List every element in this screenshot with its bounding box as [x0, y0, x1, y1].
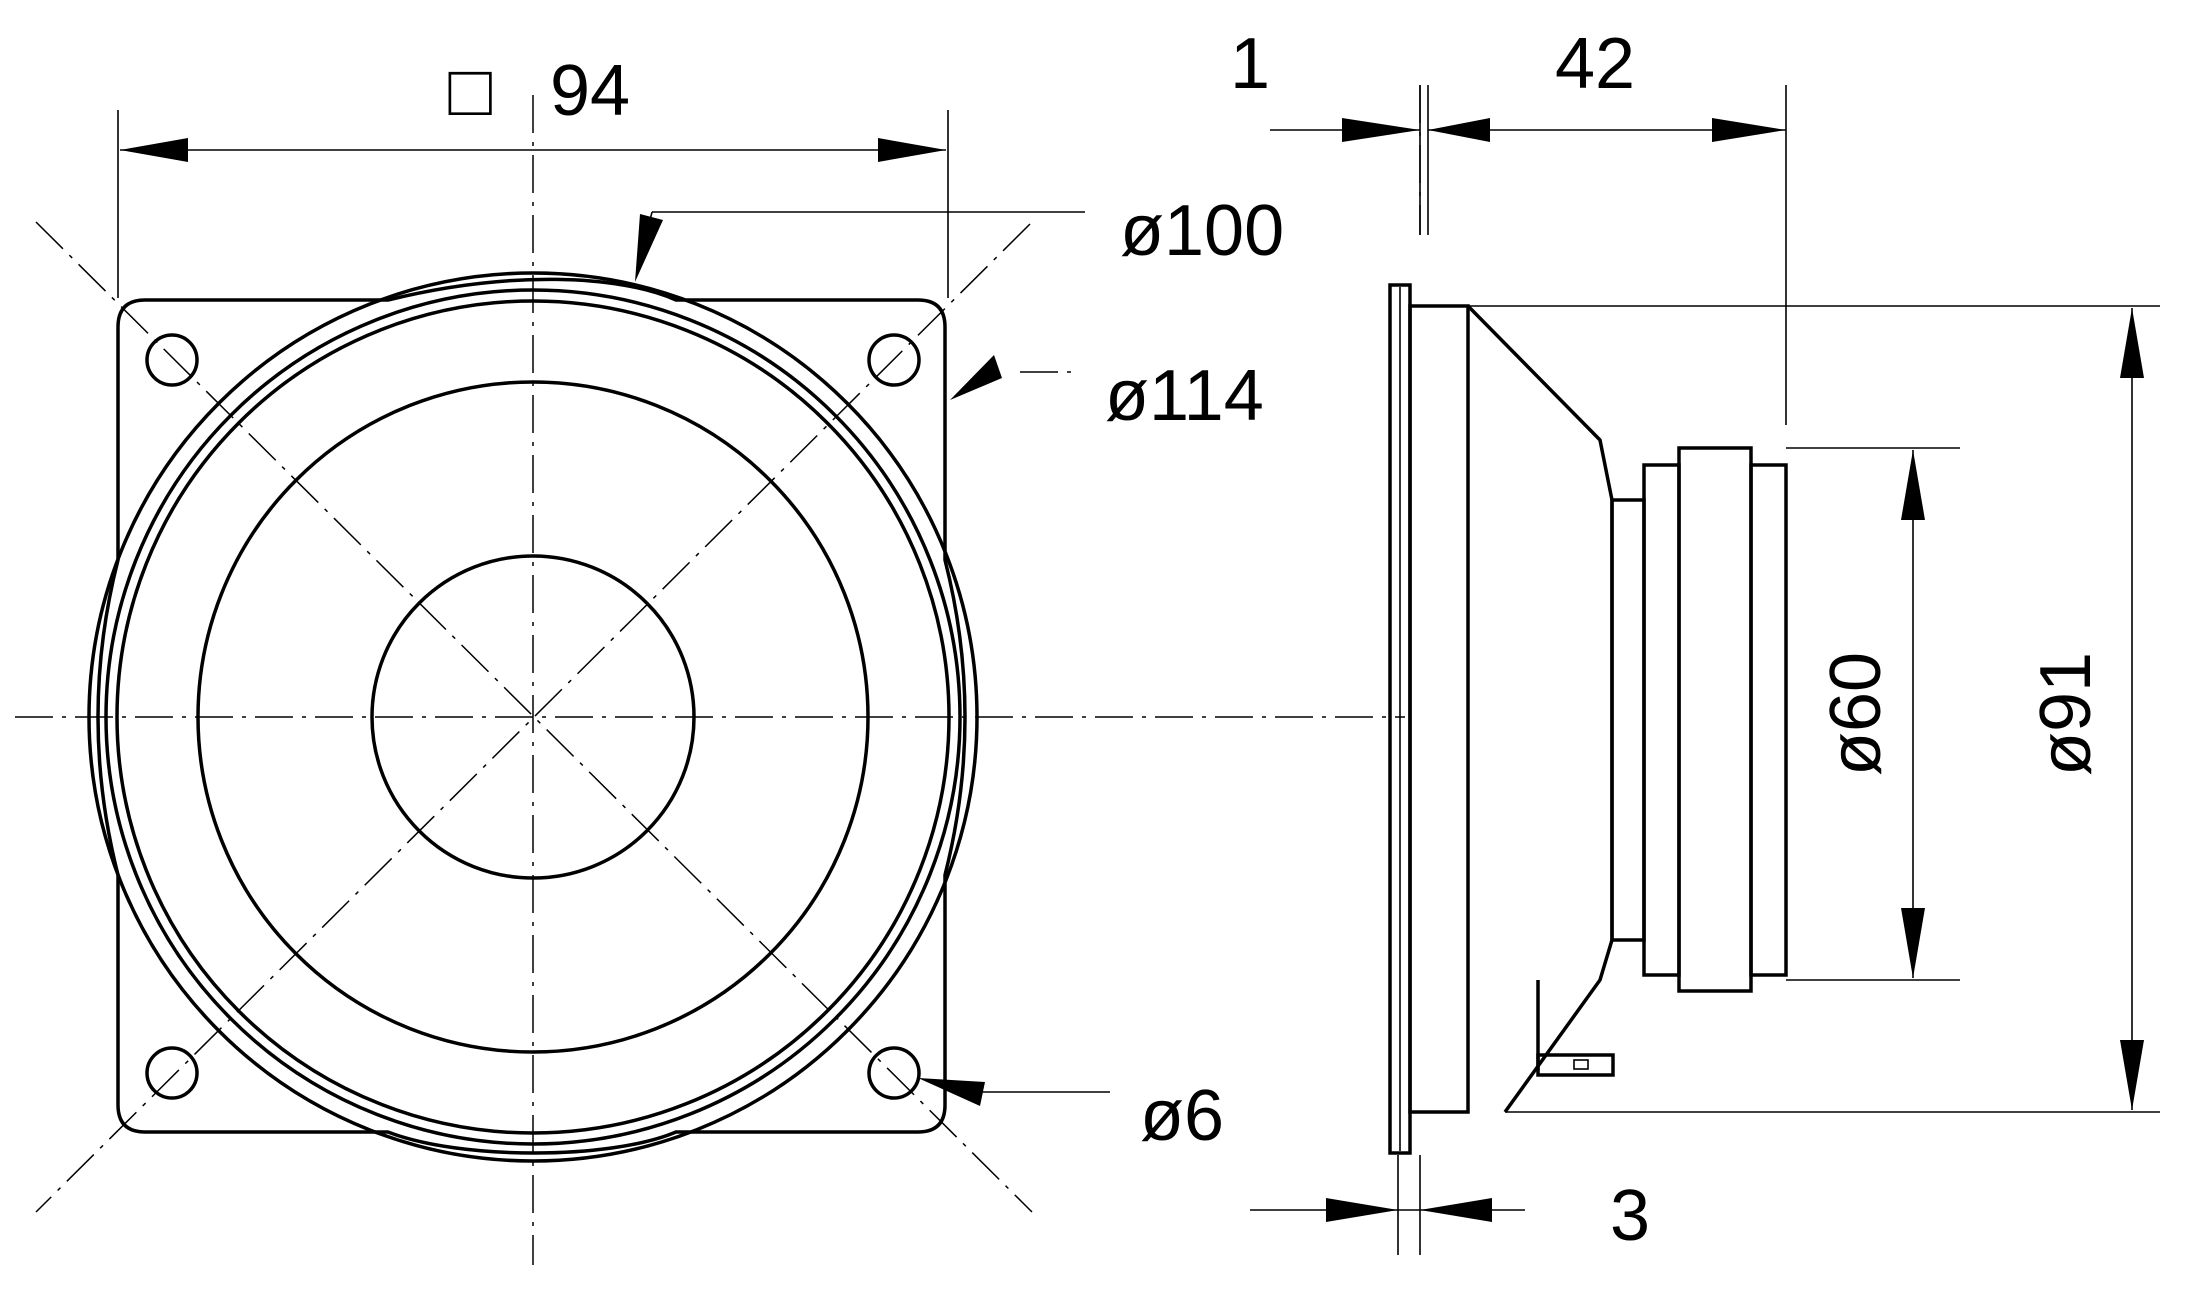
leader-diameter-6: ø6 [918, 1076, 1224, 1156]
dimension-3: 3 [1250, 1155, 1650, 1256]
side-view: 1 42 3 ø60 [1230, 24, 2160, 1256]
cone-edge [196, 380, 870, 1054]
mounting-frame [96, 277, 967, 1155]
magnet-body [1677, 446, 1753, 993]
outer-rim [87, 271, 979, 1163]
mounting-hole-top-right [867, 333, 921, 387]
dimension-label-diameter-100: ø100 [1120, 191, 1284, 271]
basket-body [1408, 304, 1470, 1114]
dimension-diameter-60: ø60 [1786, 447, 1960, 981]
dimension-label-1: 1 [1230, 24, 1270, 104]
dimension-42: 42 [1428, 24, 1787, 425]
basket-taper [1466, 304, 1614, 1114]
mounting-hole-bottom-left [145, 1046, 199, 1100]
mounting-hole-bottom-right [867, 1046, 921, 1100]
magnet-back-plate [1749, 463, 1788, 977]
dimension-label-diameter-91: ø91 [2026, 652, 2106, 776]
magnet-neck [1610, 498, 1646, 942]
square-symbol: □ [448, 51, 492, 131]
leader-diameter-114: ø114 [950, 355, 1264, 436]
dimension-square-94: □ 94 [117, 51, 949, 298]
diagonal-centerline-a [35, 221, 1033, 1213]
dimension-label-42: 42 [1555, 24, 1635, 104]
leader-diameter-100: ø100 [635, 191, 1284, 282]
dimension-label-3: 3 [1610, 1176, 1650, 1256]
terminal-tab [1536, 980, 1615, 1077]
surround-outer [104, 288, 962, 1146]
dimension-1: 1 [1230, 24, 1490, 235]
dimension-label-diameter-114: ø114 [1105, 356, 1264, 436]
front-view: □ 94 ø100 ø114 ø6 [15, 51, 1405, 1265]
dimension-label-diameter-60: ø60 [1816, 652, 1896, 776]
dimension-label-94: 94 [550, 51, 630, 131]
diagonal-centerline-b [35, 223, 1031, 1213]
dimension-diameter-91: ø91 [1468, 305, 2160, 1113]
dust-cap [370, 554, 696, 880]
surround-inner [115, 299, 951, 1135]
magnet-plate [1642, 463, 1681, 977]
mounting-hole-top-left [145, 333, 199, 387]
dimension-label-diameter-6: ø6 [1140, 1076, 1224, 1156]
